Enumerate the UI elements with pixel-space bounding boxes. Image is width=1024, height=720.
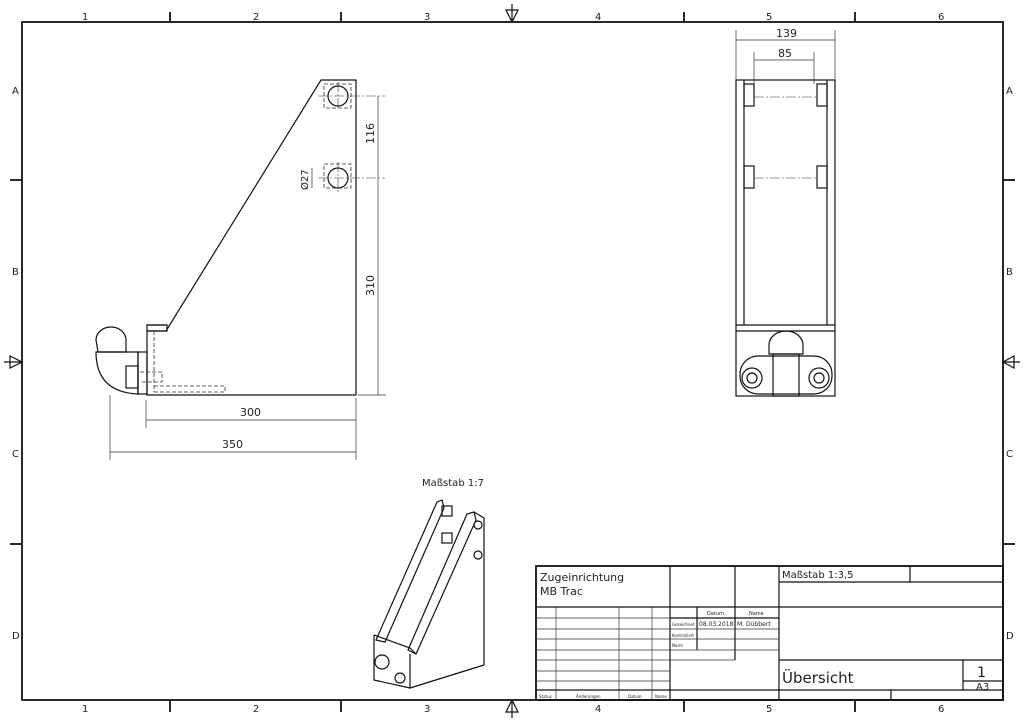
rev-status: Status: [539, 694, 552, 699]
centering-arrows: [4, 4, 1020, 718]
svg-text:5: 5: [766, 12, 772, 23]
dim-hole-diameter: Ø27: [299, 169, 311, 190]
drawn-name: M. Dübbert: [737, 621, 771, 628]
row-gezeichnet: Gezeichnet: [672, 622, 695, 627]
col-name: Name: [749, 611, 764, 617]
dim-outer-width: 139: [776, 27, 797, 40]
svg-text:B: B: [12, 267, 19, 278]
isometric-view: Maßstab 1:7: [373, 478, 485, 689]
svg-text:2: 2: [253, 12, 259, 23]
svg-text:6: 6: [938, 12, 944, 23]
dim-height: 310: [364, 275, 377, 296]
svg-text:D: D: [1006, 631, 1014, 642]
rev-name: Name: [655, 694, 667, 699]
svg-text:1: 1: [82, 12, 88, 23]
zone-labels: 1 2 3 4 5 6 1 2 3 4 5 6 A B C D A B C D: [12, 12, 1014, 715]
zone-markers: [10, 12, 1015, 712]
col-datum: Datum: [707, 611, 724, 617]
svg-text:C: C: [12, 449, 19, 460]
dim-hole-distance: 85: [778, 47, 792, 60]
svg-text:A: A: [12, 86, 19, 97]
title-line-2: MB Trac: [540, 585, 583, 598]
sheet-border: [21, 21, 1004, 701]
svg-text:3: 3: [424, 704, 430, 715]
svg-text:1: 1: [82, 704, 88, 715]
svg-text:4: 4: [595, 12, 601, 23]
rev-changes: Änderungen: [576, 694, 601, 699]
scale-label: Maßstab 1:3,5: [782, 570, 853, 581]
title-line-1: Zugeinrichtung: [540, 571, 624, 584]
front-view: 139 85: [735, 27, 836, 397]
side-view: 300 350 310 116 Ø27: [95, 79, 386, 460]
svg-text:D: D: [12, 631, 20, 642]
rev-date: Datum: [628, 694, 642, 699]
iso-scale-label: Maßstab 1:7: [422, 478, 484, 489]
sheet-number: 1: [977, 665, 986, 681]
row-norm: Norm: [672, 643, 683, 648]
dim-plate-width: 300: [240, 406, 261, 419]
drawn-date: 08.03.2018: [699, 621, 734, 628]
title-block: Zugeinrichtung MB Trac Maßstab 1:3,5 Dat…: [535, 565, 1004, 701]
svg-text:A: A: [1006, 86, 1013, 97]
row-kontrolliert: Kontrolliert: [672, 633, 694, 638]
drawing-name: Übersicht: [782, 668, 854, 687]
svg-text:3: 3: [424, 12, 430, 23]
svg-text:5: 5: [766, 704, 772, 715]
svg-text:2: 2: [253, 704, 259, 715]
svg-text:4: 4: [595, 704, 601, 715]
svg-text:C: C: [1006, 449, 1013, 460]
dim-hole-spacing: 116: [364, 123, 377, 144]
dim-total-width: 350: [222, 438, 243, 451]
sheet-format: A3: [976, 682, 989, 693]
svg-text:B: B: [1006, 267, 1013, 278]
svg-text:6: 6: [938, 704, 944, 715]
